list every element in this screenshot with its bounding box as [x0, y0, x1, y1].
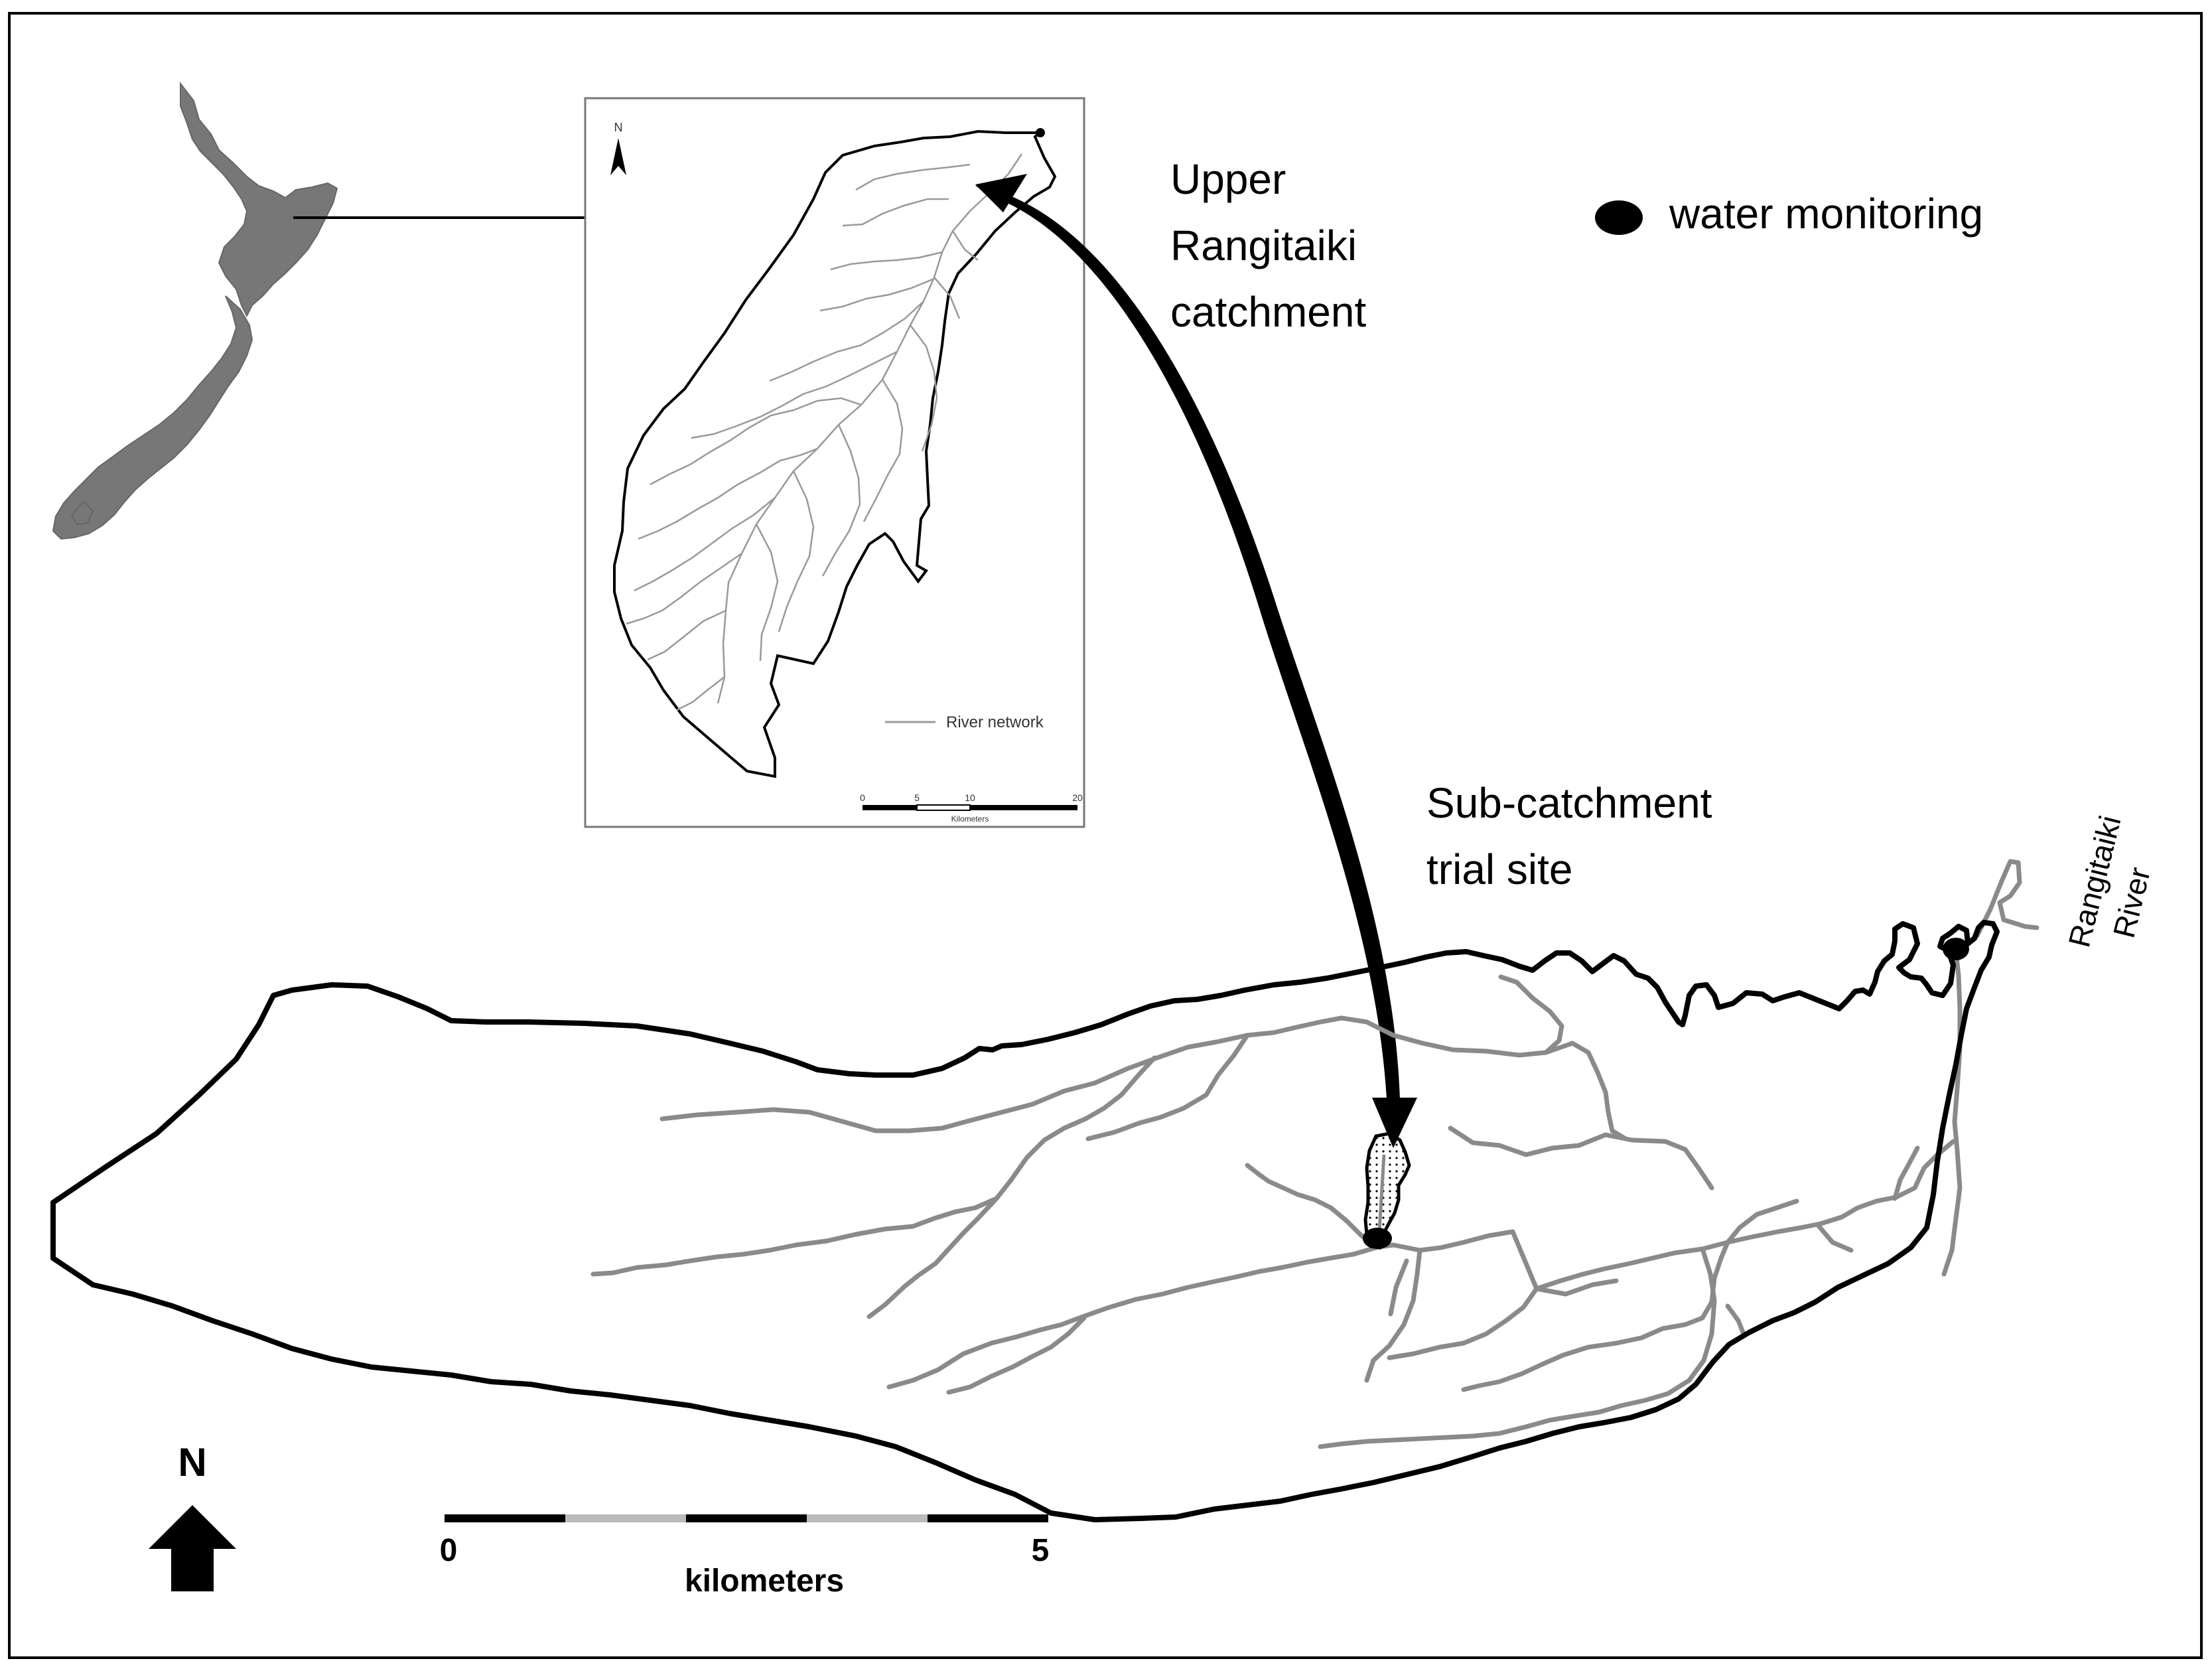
scale-bar-unit: kilometers — [685, 1563, 844, 1599]
main-catchment-map — [50, 859, 2039, 1522]
scale-bar: 0 5 kilometers — [440, 1514, 1050, 1599]
legend: water monitoring — [1595, 190, 1983, 238]
subcatchment-label-line2: trial site — [1426, 845, 1573, 893]
figure-frame — [8, 12, 2203, 1659]
scale-bar-end: 5 — [1032, 1533, 1050, 1568]
catchment-label-line2: Rangitaiki — [1170, 222, 1357, 269]
legend-water-monitoring-label: water monitoring — [1669, 190, 1983, 238]
main-river-network — [590, 859, 2039, 1449]
inset-north-letter: N — [614, 121, 623, 134]
river-label: Rangitaiki River — [2061, 812, 2157, 951]
outlet-monitoring-dot — [1943, 938, 1969, 960]
stewart-island — [70, 500, 94, 526]
south-island — [52, 295, 253, 540]
north-arrow: N — [149, 1440, 236, 1591]
trial-site-monitoring-dot — [1363, 1228, 1392, 1249]
zoom-arrow — [975, 174, 1417, 1148]
inset-legend-river-label: River network — [946, 713, 1044, 731]
rangitaiki-river — [1953, 859, 2039, 954]
legend-monitoring-dot — [1595, 200, 1643, 235]
inset-scale-tick-20: 20 — [1072, 792, 1083, 803]
upper-rangitaiki-outline — [613, 129, 1057, 778]
north-arrow-icon — [149, 1505, 236, 1591]
north-arrow-letter: N — [178, 1440, 206, 1485]
trial-site-stream — [1377, 1154, 1386, 1243]
inset-scale-tick-10: 10 — [965, 792, 975, 803]
catchment-label-line1: Upper — [1170, 155, 1286, 203]
inset-river-network — [626, 153, 1023, 711]
inset-scale-bar: 0 5 10 20 Kilometers — [860, 792, 1083, 824]
catchment-label-line3: catchment — [1170, 288, 1366, 336]
inset-monitoring-dot — [1036, 128, 1045, 137]
inset-north-arrow-icon — [610, 138, 626, 175]
subcatchment-boundary — [50, 920, 2000, 1522]
inset-scale-tick-5: 5 — [914, 792, 920, 803]
north-island — [180, 82, 338, 318]
inset-scale-unit: Kilometers — [951, 814, 989, 824]
subcatchment-label-line1: Sub-catchment — [1426, 779, 1712, 827]
inset-scale-tick-0: 0 — [860, 792, 865, 803]
new-zealand-map — [52, 82, 338, 540]
scale-bar-start: 0 — [440, 1533, 458, 1568]
river-label-line2: River — [2107, 864, 2157, 942]
inset-map: N River — [584, 97, 1085, 828]
